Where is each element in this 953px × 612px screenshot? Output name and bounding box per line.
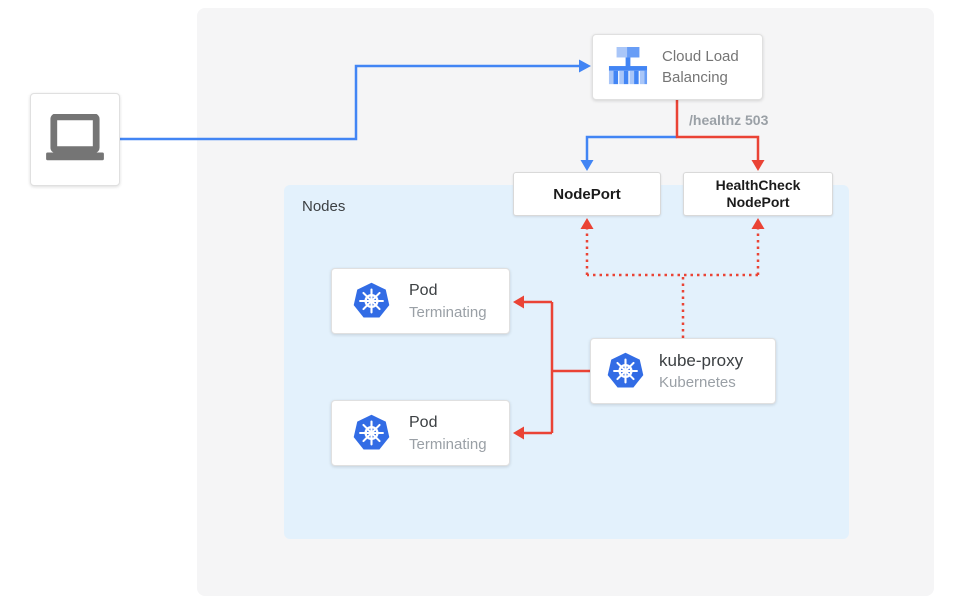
pod-title: Pod <box>409 413 438 431</box>
cloud-lb-label-line1: Cloud Load <box>662 48 739 65</box>
kubernetes-icon <box>352 282 391 320</box>
load-balancer-icon <box>606 47 650 87</box>
cloud-load-balancing-label: Cloud Load Balancing <box>662 46 739 88</box>
kubernetes-icon <box>606 352 645 390</box>
healthz-status-label: /healthz 503 <box>689 112 769 128</box>
client-card <box>30 93 120 186</box>
pod-title: Pod <box>409 281 438 299</box>
pod-card-1: Pod Terminating <box>331 268 510 334</box>
healthcheck-nodeport-card: HealthCheck NodePort <box>683 172 833 216</box>
healthcheck-nodeport-label-line1: HealthCheck <box>715 177 801 193</box>
pod-card-2: Pod Terminating <box>331 400 510 466</box>
kube-proxy-card: kube-proxy Kubernetes <box>590 338 776 404</box>
healthcheck-nodeport-label-line2: NodePort <box>726 194 790 210</box>
nodes-panel-label: Nodes <box>302 198 346 215</box>
arrow-loadbalancer-to-nodeport <box>580 135 677 171</box>
arrow-client-to-loadbalancer <box>120 59 591 141</box>
kube-proxy-title: kube-proxy <box>659 351 744 370</box>
pod-status: Terminating <box>409 303 487 321</box>
laptop-icon <box>44 113 106 166</box>
nodeport-card: NodePort <box>513 172 661 216</box>
arrow-kubeproxy-to-pods <box>513 295 590 440</box>
cloud-lb-label-line2: Balancing <box>662 69 728 86</box>
pod-status: Terminating <box>409 435 487 453</box>
arrow-loadbalancer-to-healthcheck-nodeport <box>675 100 765 171</box>
kubernetes-icon <box>352 414 391 452</box>
nodeport-label: NodePort <box>553 185 621 203</box>
arrow-kubeproxy-to-nodeports-dotted <box>580 218 765 338</box>
cloud-load-balancing-card: Cloud Load Balancing <box>592 34 763 100</box>
kube-proxy-subtitle: Kubernetes <box>659 374 736 391</box>
